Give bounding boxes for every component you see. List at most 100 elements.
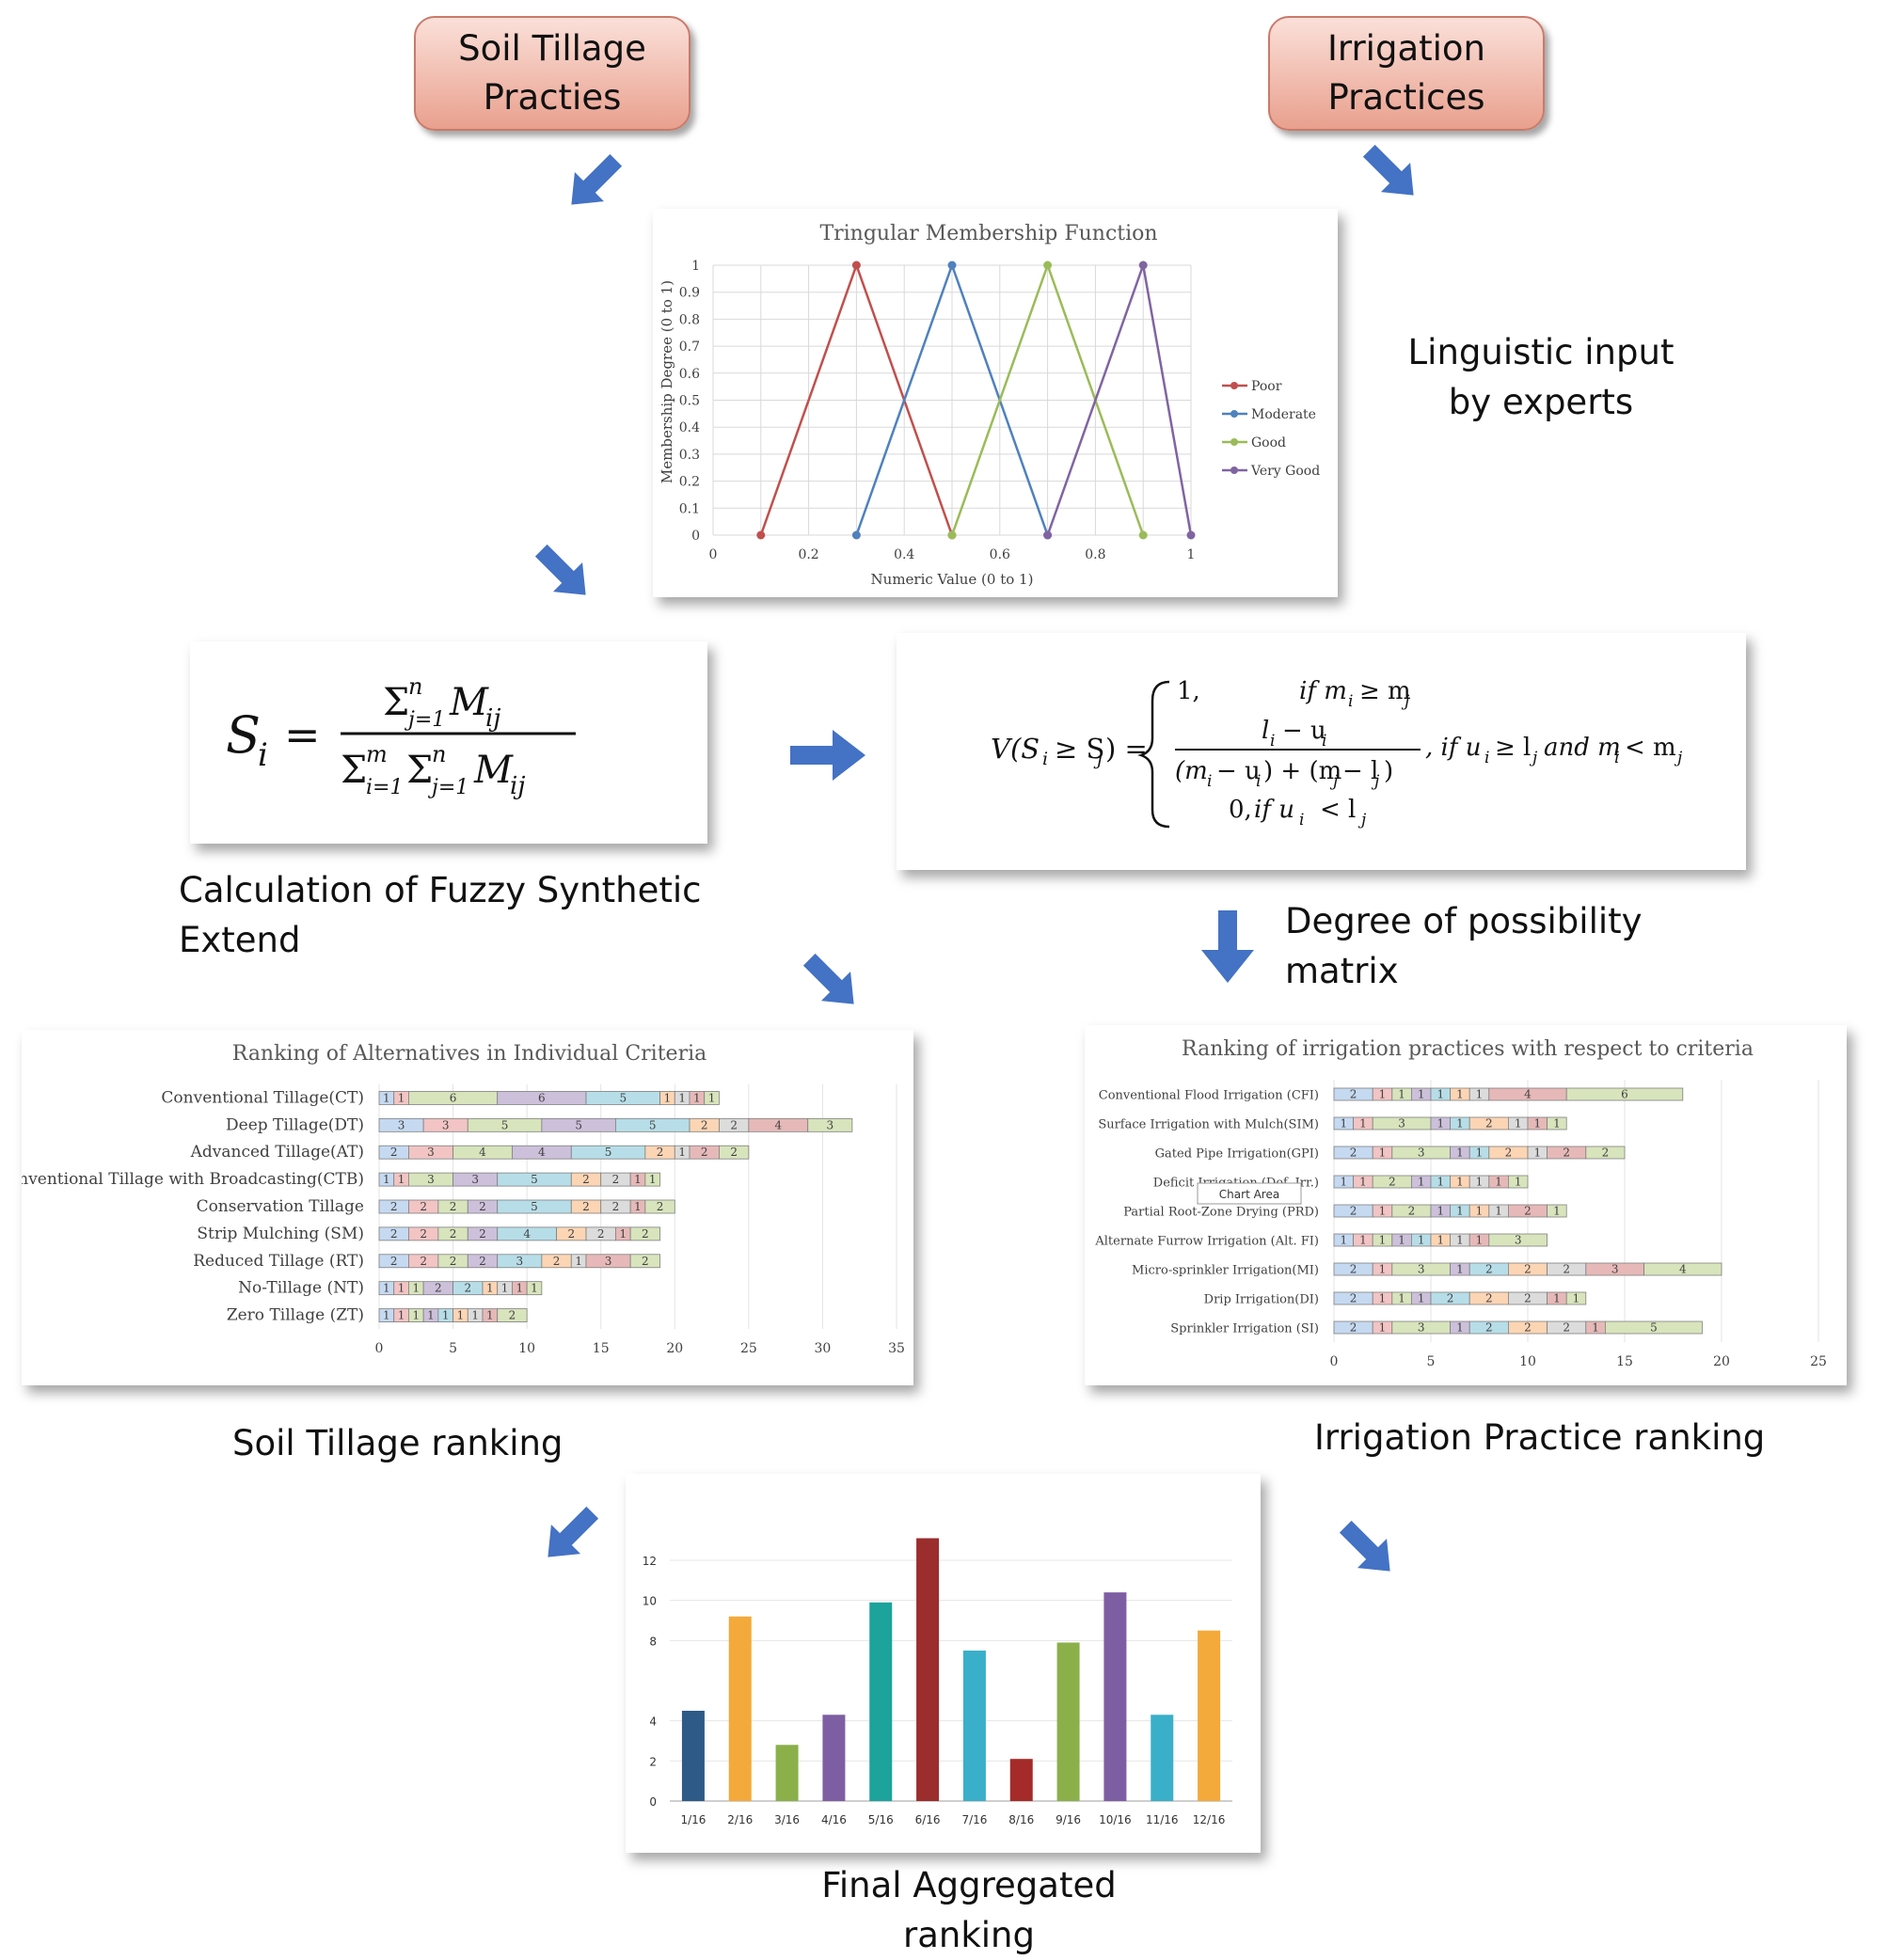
series-point — [756, 530, 766, 540]
svg-text:ij: ij — [485, 704, 500, 733]
x-tick-label: 2/16 — [727, 1813, 753, 1826]
category-label: Micro-sprinkler Irrigation(MI) — [1132, 1264, 1319, 1278]
synthetic-extent-formula: S i = Σ n j=1 M ij Σ m i=1 Σ n j=1 M ij — [226, 673, 576, 800]
segment-label: 1 — [1379, 1146, 1387, 1160]
bar — [822, 1715, 846, 1801]
soil-tillage-ranking-chart: Ranking of Alternatives in Individual Cr… — [0, 1042, 905, 1356]
segment-label: 1 — [1476, 1205, 1484, 1218]
segment-label: 2 — [567, 1227, 575, 1241]
bar — [728, 1616, 752, 1801]
bar-segment — [807, 1117, 853, 1132]
segment-label: 4 — [774, 1118, 782, 1131]
segment-label: 2 — [435, 1282, 442, 1295]
x-tick-label: 30 — [815, 1341, 832, 1356]
segment-label: 2 — [582, 1173, 590, 1186]
segment-label: 5 — [575, 1118, 582, 1131]
arrow-down-icon — [1201, 910, 1254, 983]
segment-label: 1 — [1573, 1292, 1580, 1305]
segment-label: 3 — [427, 1173, 435, 1186]
segment-label: 1 — [398, 1282, 405, 1295]
x-tick-label: 0.8 — [1085, 547, 1105, 562]
membership-function-chart: Tringular Membership Function Membership… — [659, 222, 1320, 588]
segment-label: 2 — [1350, 1292, 1357, 1305]
series-point — [1138, 530, 1148, 540]
segment-label: 2 — [390, 1255, 398, 1268]
possibility-formula-panel: V(S i ≥ S j ) = 1, if m i ≥ m j l i − u … — [897, 633, 1746, 870]
category-label: Sprinkler Irrigation (SI) — [1170, 1322, 1319, 1336]
svg-text:, if u: , if u — [1425, 734, 1481, 762]
x-tick-label: 11/16 — [1146, 1813, 1179, 1826]
svg-text:− u: − u — [1216, 757, 1261, 785]
segment-label: 1 — [1553, 1117, 1561, 1130]
series-point — [947, 530, 957, 540]
membership-chart-title: Tringular Membership Function — [819, 222, 1157, 245]
segment-label: 1 — [1553, 1205, 1561, 1218]
segment-label: 2 — [642, 1227, 649, 1241]
segment-label: 1 — [708, 1091, 716, 1104]
segment-label: 1 — [634, 1173, 642, 1186]
segment-label: 2 — [701, 1146, 708, 1159]
segment-label: 4 — [1524, 1088, 1532, 1101]
category-label: Reduced Tillage (RT) — [193, 1252, 364, 1271]
svg-text:j=1: j=1 — [427, 776, 468, 799]
y-tick-label: 0.3 — [679, 448, 700, 463]
y-tick-label: 0.6 — [679, 367, 700, 382]
svg-text:i: i — [1484, 749, 1489, 767]
segment-label: 2 — [390, 1200, 398, 1213]
bar-segment — [1565, 1291, 1587, 1305]
svg-text:j: j — [1329, 772, 1339, 791]
x-tick-label: 10/16 — [1099, 1813, 1132, 1826]
segment-label: 1 — [1456, 1205, 1464, 1218]
segment-label: 5 — [1650, 1321, 1658, 1335]
segment-label: 1 — [1340, 1117, 1347, 1130]
segment-label: 2 — [1350, 1146, 1357, 1160]
segment-label: 1 — [1418, 1088, 1425, 1101]
svg-text:n: n — [432, 741, 446, 767]
y-tick-label: 12 — [643, 1555, 657, 1568]
segment-label: 2 — [1524, 1263, 1532, 1276]
svg-text:Σ: Σ — [383, 681, 409, 724]
x-tick-label: 9/16 — [1056, 1813, 1081, 1826]
arrow-down-right-icon — [548, 1506, 599, 1557]
segment-label: 1 — [516, 1282, 523, 1295]
segment-label: 1 — [1495, 1176, 1502, 1189]
segment-label: 3 — [1515, 1234, 1522, 1247]
segment-label: 1 — [1379, 1321, 1387, 1335]
segment-label: 1 — [1553, 1292, 1561, 1305]
legend-marker — [1230, 438, 1238, 446]
svg-text:− l: − l — [1342, 757, 1378, 785]
segment-label: 1 — [1418, 1176, 1425, 1189]
segment-label: 1 — [383, 1173, 390, 1186]
segment-label: 1 — [1437, 1176, 1444, 1189]
arrow-right-icon — [790, 730, 865, 781]
segment-label: 2 — [1485, 1117, 1493, 1130]
segment-label: 2 — [1350, 1263, 1357, 1276]
svg-text:V(S: V(S — [991, 733, 1040, 765]
category-label: Conventional Tillage(CT) — [161, 1088, 364, 1107]
category-label: Alternate Furrow Irrigation (Alt. FI) — [1094, 1235, 1319, 1249]
segment-label: 6 — [1621, 1088, 1628, 1101]
segment-label: 1 — [1456, 1088, 1464, 1101]
segment-label: 3 — [826, 1118, 833, 1131]
segment-label: 1 — [649, 1173, 657, 1186]
segment-label: 1 — [1495, 1205, 1502, 1218]
legend-label: Good — [1251, 435, 1286, 450]
segment-label: 2 — [450, 1200, 457, 1213]
bar-segment — [704, 1091, 720, 1105]
bar-segment — [1488, 1233, 1548, 1247]
segment-label: 5 — [501, 1118, 509, 1131]
irrigation-ranking-panel: Ranking of irrigation practices with res… — [1085, 1025, 1847, 1385]
possibility-matrix-label: Degree of possibility matrix — [1285, 901, 1643, 991]
segment-label: 1 — [1592, 1321, 1599, 1335]
x-tick-label: 1 — [1187, 547, 1196, 562]
segment-label: 2 — [657, 1146, 664, 1159]
bar-segment — [1605, 1320, 1703, 1335]
svg-text:Σ: Σ — [341, 749, 367, 792]
svg-text:and m: and m — [1544, 734, 1621, 762]
segment-label: 5 — [619, 1091, 627, 1104]
segment-label: 2 — [1505, 1146, 1513, 1160]
segment-label: 3 — [1418, 1263, 1425, 1276]
segment-label: 6 — [538, 1091, 546, 1104]
arrow-down-left-icon — [534, 544, 586, 595]
